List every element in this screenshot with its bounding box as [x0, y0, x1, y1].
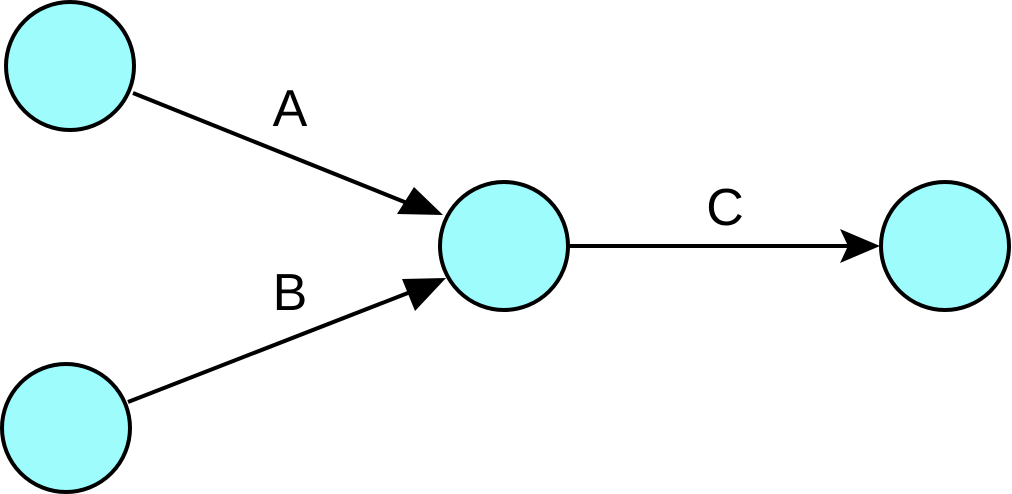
edge-b-arrowhead [402, 278, 446, 311]
node-right [879, 180, 1011, 312]
edge-a: A [132, 80, 443, 215]
edge-a-line [132, 91, 413, 207]
edge-b-line [127, 289, 414, 404]
node-top-left [4, 0, 136, 132]
edge-c: C [568, 179, 880, 263]
edge-b-label: B [273, 264, 308, 322]
edge-a-arrowhead [397, 187, 443, 215]
edge-c-label: C [706, 179, 744, 237]
edge-a-label: A [273, 80, 308, 138]
edge-c-arrowhead [840, 229, 880, 263]
node-center [438, 180, 570, 312]
edge-b: B [127, 264, 446, 404]
node-bottom-left [0, 362, 132, 494]
